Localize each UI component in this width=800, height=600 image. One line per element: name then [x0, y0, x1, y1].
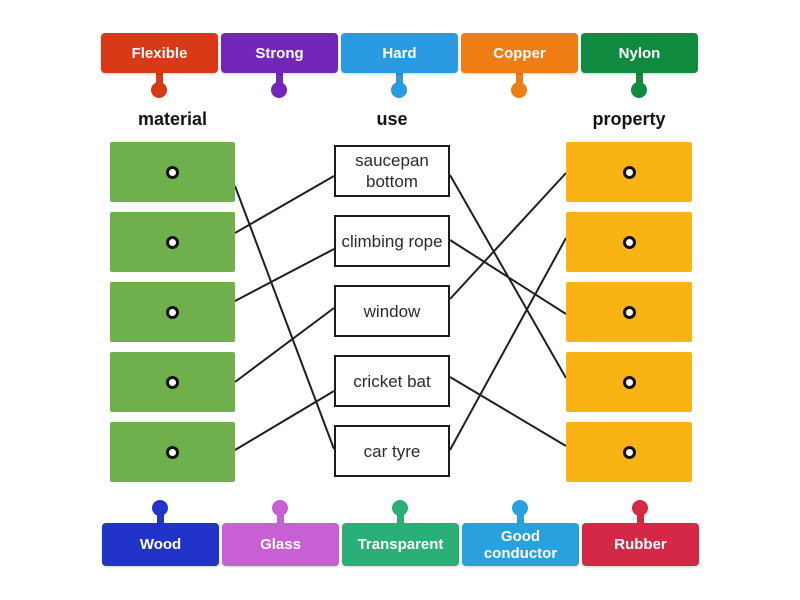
pin-stem	[517, 512, 524, 525]
use-box-car-tyre: car tyre	[334, 425, 450, 477]
pin-stem	[157, 512, 164, 525]
pin-stem	[277, 512, 284, 525]
label-chip-text: Good conductor	[462, 523, 579, 566]
pin-dot	[392, 500, 408, 516]
slot-target-dot[interactable]	[166, 165, 179, 179]
slot-target-dot[interactable]	[166, 305, 179, 319]
property-slot-3	[566, 282, 692, 342]
label-chip-text: Strong	[221, 33, 338, 73]
pin-stem	[156, 71, 163, 83]
pin-dot	[511, 82, 527, 98]
connection-line	[234, 175, 335, 234]
label-chip-text: Wood	[102, 523, 219, 566]
label-chip-text: Copper	[461, 33, 578, 73]
pin-dot	[391, 82, 407, 98]
slot-target-dot[interactable]	[166, 235, 179, 249]
slot-target-dot[interactable]	[622, 165, 636, 179]
pin-stem	[397, 512, 404, 525]
pin-stem	[276, 71, 283, 83]
connection-line	[234, 307, 335, 383]
label-chip-text: Glass	[222, 523, 339, 566]
connection-line	[449, 239, 567, 315]
pin-dot	[152, 500, 168, 516]
slot-target-dot[interactable]	[622, 235, 636, 249]
label-chip-text: Hard	[341, 33, 458, 73]
property-slot-1	[566, 142, 692, 202]
label-chip-text: Rubber	[582, 523, 699, 566]
use-box-climbing-rope: climbing rope	[334, 215, 450, 267]
connection-line	[449, 237, 567, 451]
material-slot-5	[110, 422, 235, 482]
material-slot-3	[110, 282, 235, 342]
use-box-saucepan-bottom: saucepan bottom	[334, 145, 450, 197]
property-slot-2	[566, 212, 692, 272]
slot-target-dot[interactable]	[622, 305, 636, 319]
use-box-cricket-bat: cricket bat	[334, 355, 450, 407]
column-header-material: material	[137, 109, 208, 129]
label-chip-text: Transparent	[342, 523, 459, 566]
connection-line	[449, 376, 567, 447]
property-slot-5	[566, 422, 692, 482]
pin-dot	[512, 500, 528, 516]
slot-target-dot[interactable]	[166, 375, 179, 389]
connection-line	[449, 172, 567, 300]
pin-stem	[516, 71, 523, 83]
connection-line	[234, 185, 335, 450]
pin-stem	[636, 71, 643, 83]
connection-line	[234, 248, 335, 302]
column-header-property: property	[592, 109, 666, 129]
slot-target-dot[interactable]	[622, 445, 636, 459]
pin-stem	[637, 512, 644, 525]
material-slot-1	[110, 142, 235, 202]
property-slot-4	[566, 352, 692, 412]
slot-target-dot[interactable]	[166, 445, 179, 459]
label-chip-text: Nylon	[581, 33, 698, 73]
pin-stem	[396, 71, 403, 83]
material-slot-2	[110, 212, 235, 272]
pin-dot	[272, 500, 288, 516]
connection-line	[234, 390, 335, 451]
pin-dot	[631, 82, 647, 98]
pin-dot	[632, 500, 648, 516]
label-chip-text: Flexible	[101, 33, 218, 73]
material-slot-4	[110, 352, 235, 412]
pin-dot	[271, 82, 287, 98]
use-box-window: window	[334, 285, 450, 337]
pin-dot	[151, 82, 167, 98]
column-header-use: use	[376, 109, 408, 129]
slot-target-dot[interactable]	[622, 375, 636, 389]
